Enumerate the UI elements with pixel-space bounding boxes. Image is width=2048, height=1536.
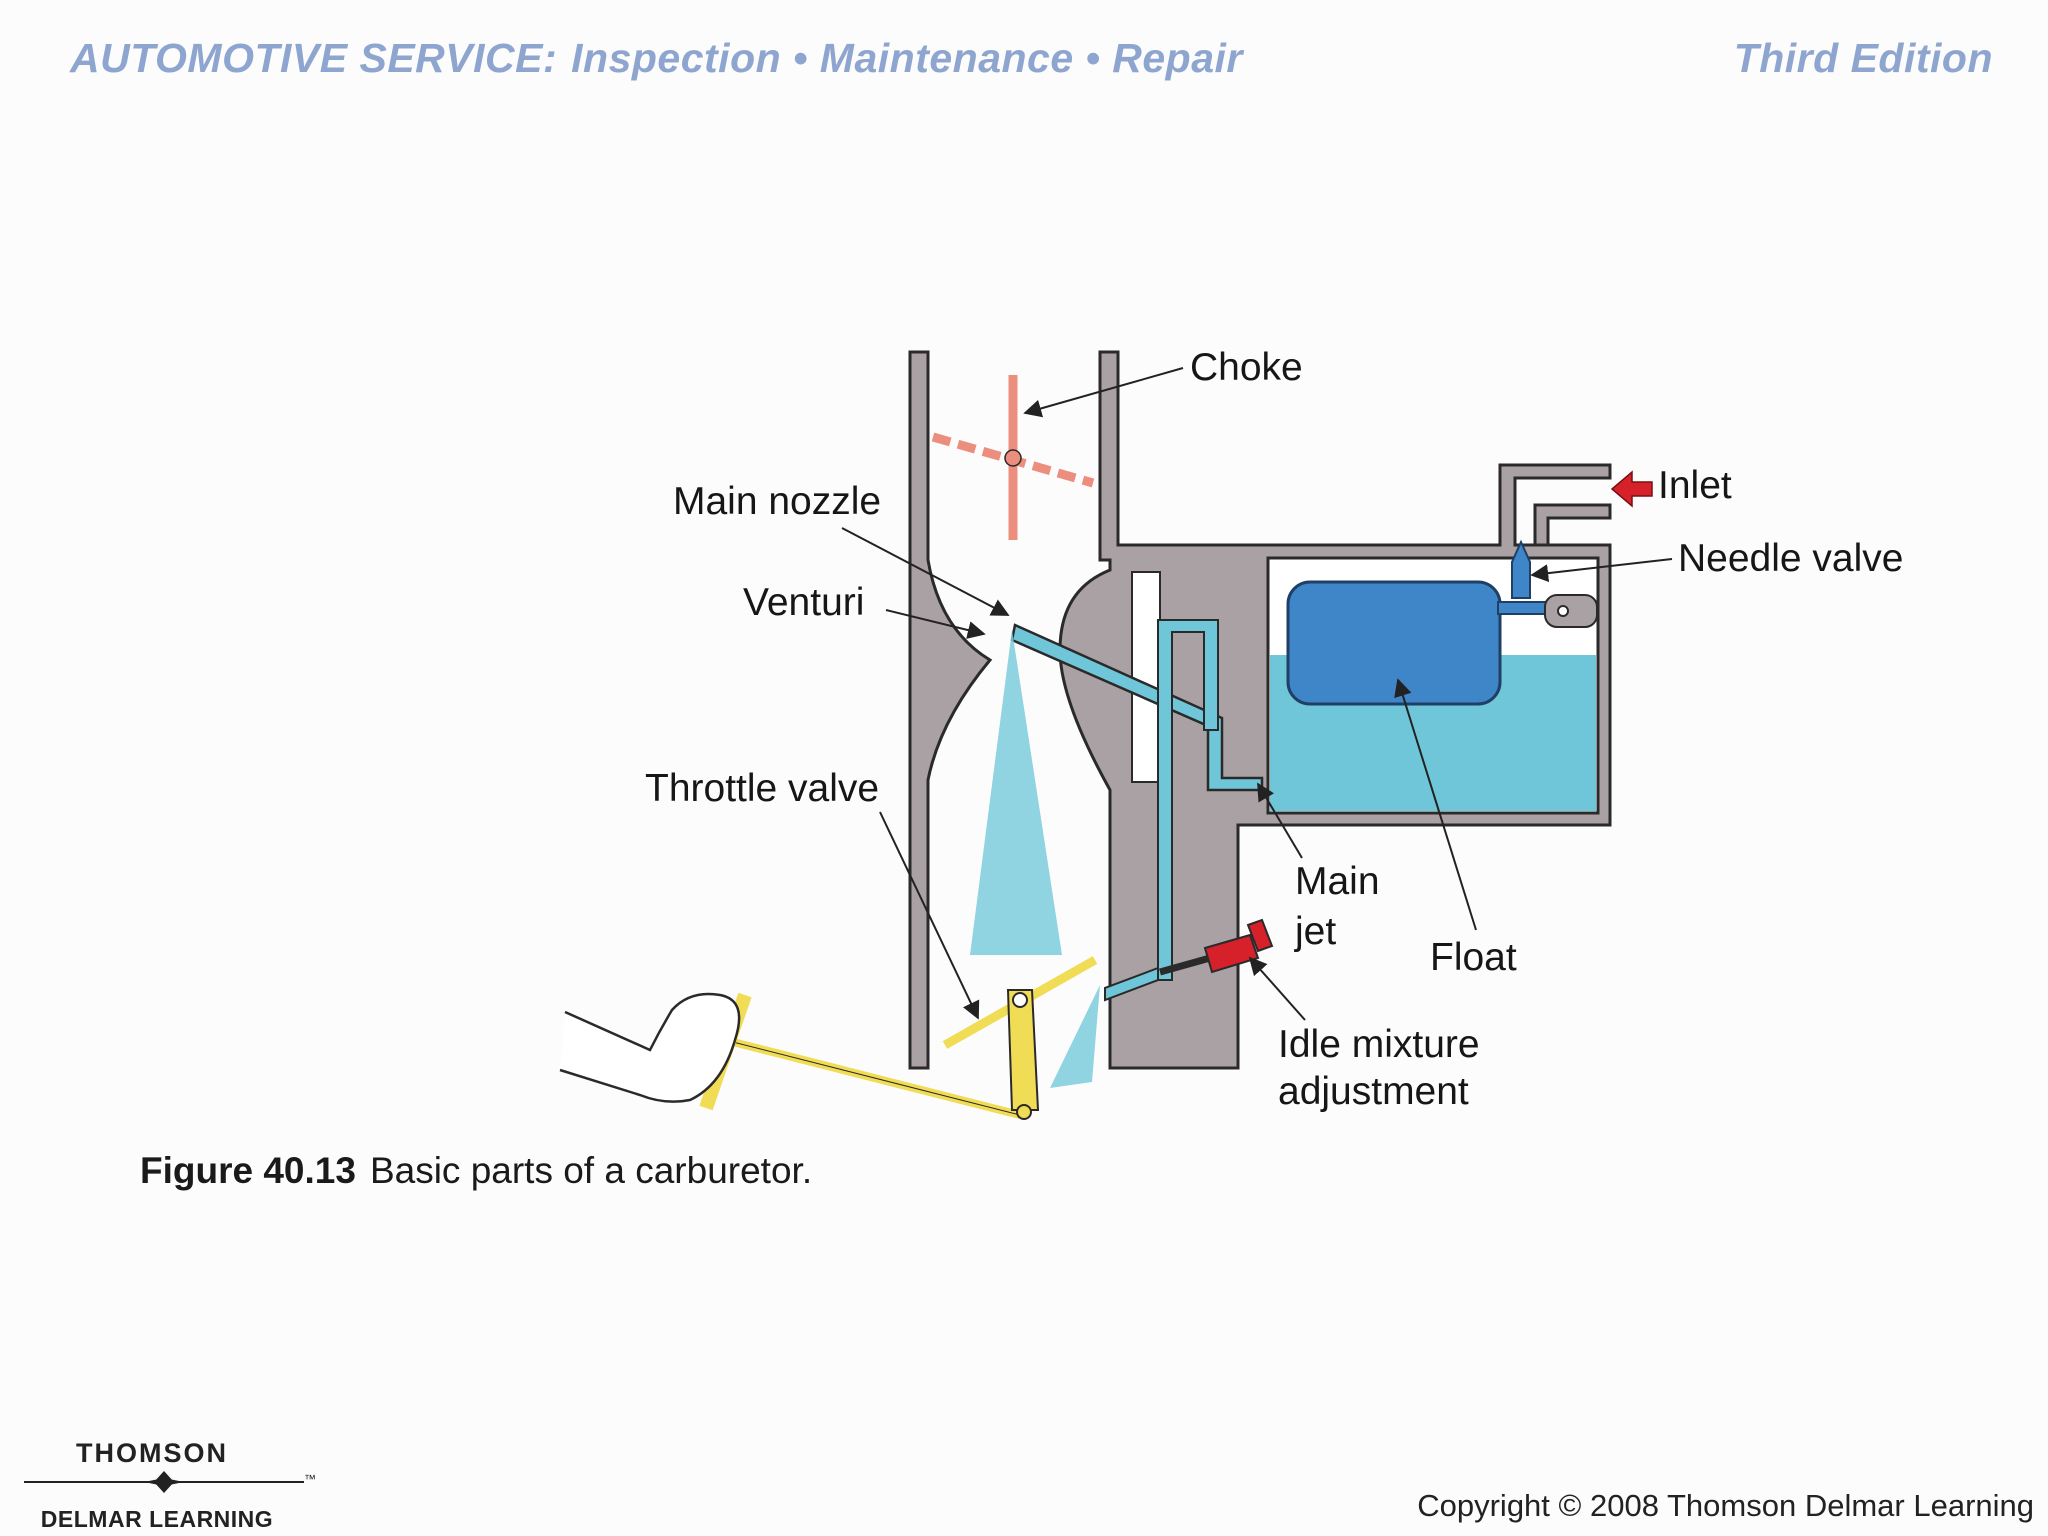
main-nozzle-leader — [841, 527, 1010, 616]
idle-spray — [1050, 985, 1100, 1088]
needle-valve — [1511, 539, 1531, 599]
edition-label: Third Edition — [1733, 34, 1993, 81]
throttle-valve-leader — [879, 811, 980, 1020]
inlet-arrow — [1610, 470, 1653, 508]
main-spray — [970, 630, 1062, 955]
main-jet-leader — [1257, 782, 1303, 859]
float-leader — [1394, 678, 1477, 931]
figure-caption: Figure 40.13 Basic parts of a carburetor. — [140, 1150, 812, 1192]
needle-valve-leader — [1530, 558, 1673, 583]
label-idle-line2: adjustment — [1278, 1070, 1469, 1113]
book-title-sub: Inspection • Maintenance • Repair — [571, 34, 1243, 81]
label-main-nozzle: Main nozzle — [673, 480, 882, 523]
label-throttle-valve: Throttle valve — [645, 767, 880, 810]
copyright-notice: Copyright © 2008 Thomson Delmar Learning — [1417, 1488, 2034, 1523]
float-pivot — [1544, 594, 1598, 628]
logo-star-line — [24, 1471, 304, 1493]
idle-mixture-screw — [1159, 918, 1274, 976]
throttle-lever — [1006, 989, 1040, 1111]
label-inlet: Inlet — [1658, 464, 1732, 507]
logo-tm: ™ — [304, 1472, 316, 1486]
label-needle-valve: Needle valve — [1678, 537, 1904, 580]
book-title: AUTOMOTIVE SERVICE: Inspection • Mainten… — [70, 35, 1243, 82]
slide-header: AUTOMOTIVE SERVICE: Inspection • Mainten… — [70, 28, 1993, 88]
book-title-main: AUTOMOTIVE SERVICE: — [70, 34, 558, 81]
venturi-leader — [885, 609, 986, 639]
label-idle-line1: Idle mixture — [1278, 1023, 1480, 1066]
logo-thomson: THOMSON — [76, 1438, 228, 1468]
barrel-left-wall — [908, 350, 993, 1070]
label-main-jet-line1: Main — [1295, 860, 1380, 903]
logo-delmar: DELMAR LEARNING — [40, 1506, 274, 1532]
label-main-jet-line2: jet — [1295, 910, 1337, 953]
body-slot — [1131, 571, 1161, 783]
label-venturi: Venturi — [743, 581, 865, 624]
choke-leader — [1023, 367, 1184, 418]
label-float: Float — [1430, 936, 1517, 979]
figure-number: Figure 40.13 — [140, 1150, 356, 1191]
inlet-passage — [1533, 503, 1612, 547]
figure-text: Basic parts of a carburetor. — [369, 1150, 813, 1191]
idle-passage — [1157, 619, 1219, 981]
driver-foot — [559, 992, 741, 1103]
publisher-logo: THOMSON ™ DELMAR LEARNING — [22, 1438, 316, 1533]
float — [1286, 580, 1502, 706]
idle-outlet — [1104, 966, 1159, 1002]
label-choke: Choke — [1190, 346, 1303, 389]
idle-leader — [1248, 956, 1306, 1021]
